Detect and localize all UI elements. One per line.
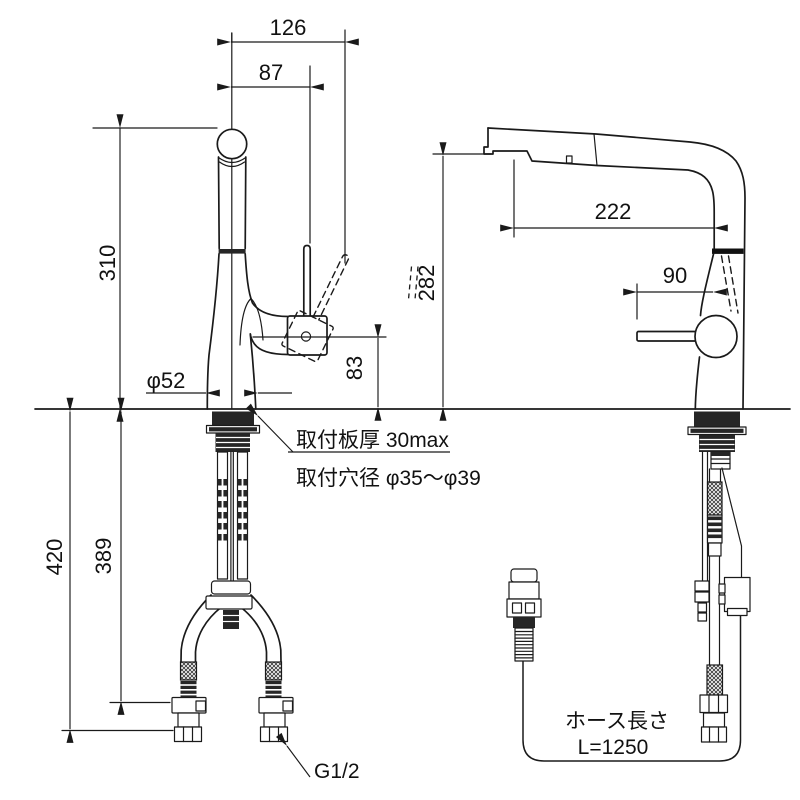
front-view-faucet — [206, 32, 387, 410]
dim-90: 90 — [663, 263, 687, 288]
dim-389: 389 — [91, 538, 116, 575]
dim-420: 420 — [42, 539, 67, 576]
dim-282: 282 — [414, 265, 439, 302]
dim-310: 310 — [95, 245, 120, 282]
hose-end-connector — [506, 568, 542, 662]
note-mount-plate: 取付板厚 30max — [296, 429, 449, 452]
hose-stripe-bands — [180, 681, 282, 698]
note-thread-g12: G1/2 — [314, 760, 360, 783]
side-view-under-counter — [506, 411, 751, 762]
pipe-fitting-bands — [217, 478, 248, 542]
note-hose-length-label: ホース長さ — [565, 710, 669, 733]
dim-87: 87 — [259, 60, 283, 85]
front-view-dimensions: 126 87 310 φ52 83 420 389 取付板厚 30max 取付穴… — [42, 15, 481, 783]
note-mount-hole: 取付穴径 φ35〜φ39 — [296, 467, 481, 490]
side-view-faucet — [483, 127, 746, 410]
front-view-under-counter — [171, 411, 294, 743]
dim-83: 83 — [342, 356, 367, 380]
dim-222: 222 — [595, 199, 632, 224]
note-hose-length-value: L=1250 — [578, 736, 649, 759]
handle-swing-dashed — [281, 254, 350, 363]
dashed-detail — [407, 266, 419, 300]
dim-126: 126 — [270, 15, 307, 40]
dim-phi52: φ52 — [147, 368, 186, 393]
side-view-dimensions: 282 222 90 ホース長さ L=1250 — [414, 142, 728, 759]
